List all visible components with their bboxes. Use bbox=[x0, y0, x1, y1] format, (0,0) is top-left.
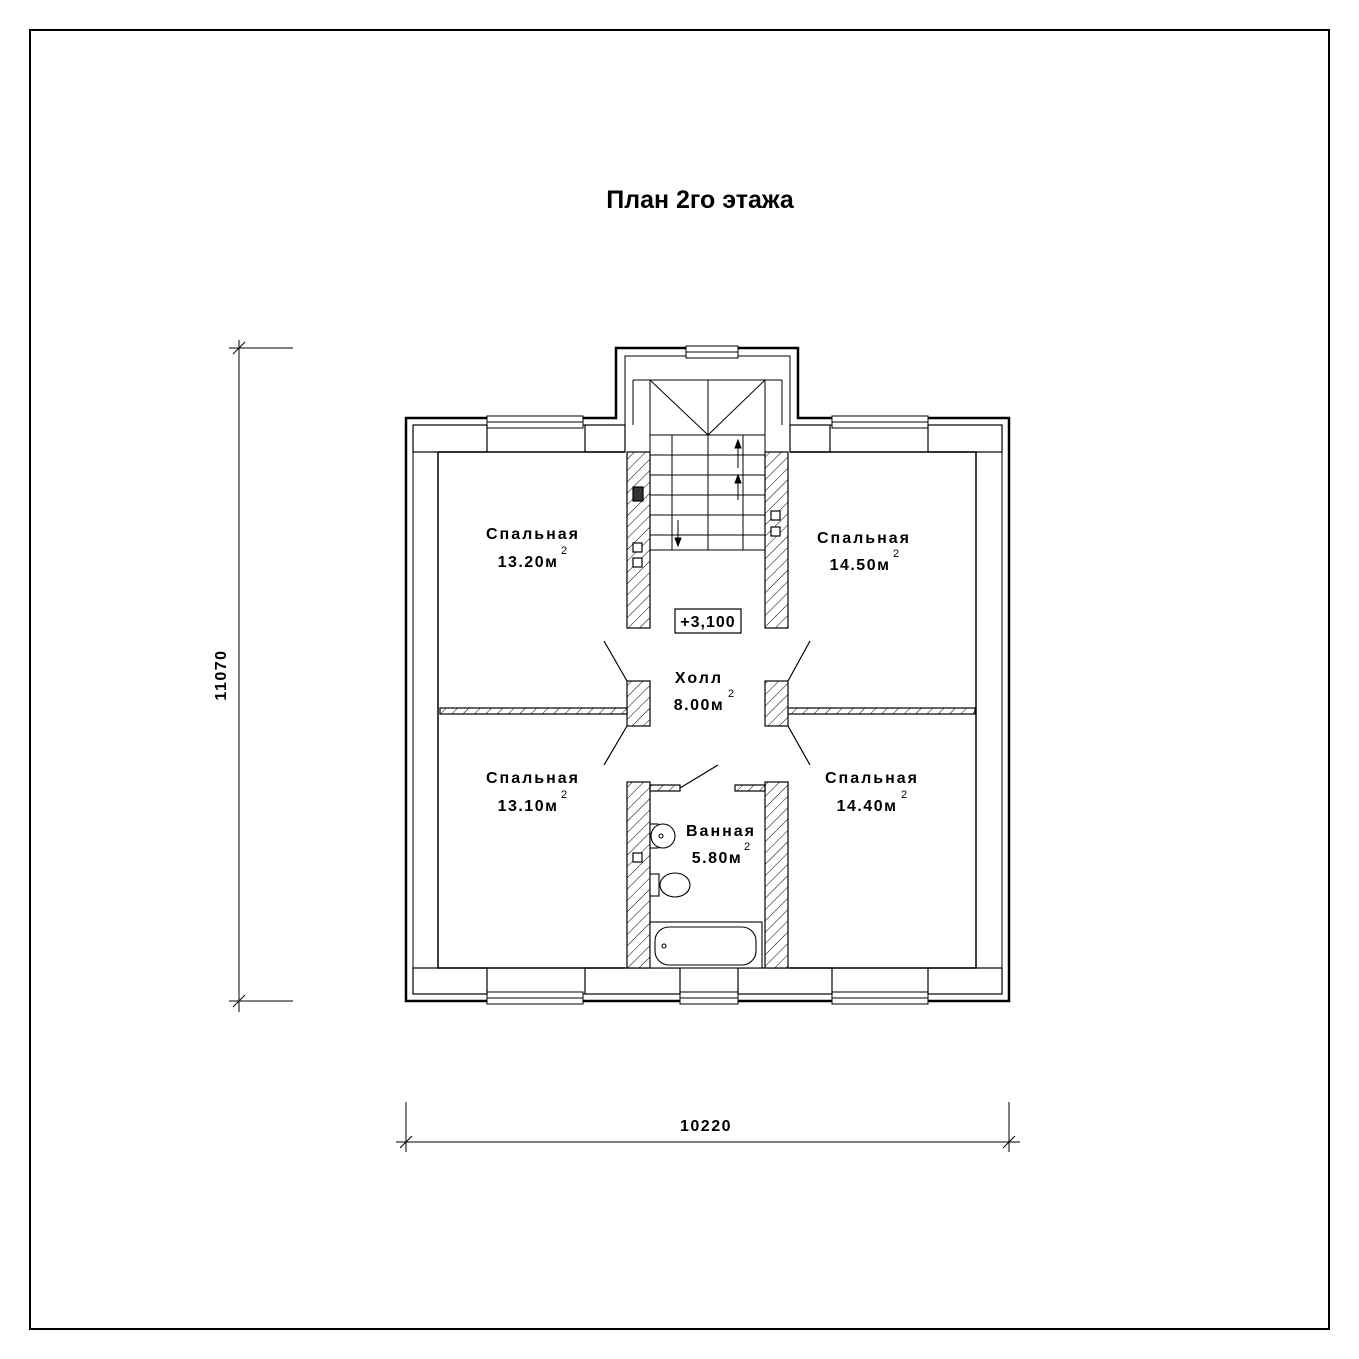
vent-ducts bbox=[632, 486, 781, 863]
level-mark-box bbox=[674, 608, 742, 634]
room-area-sup: 2 bbox=[901, 789, 907, 801]
room-labels: Спальная 13.20м 2 Спальная 14.50м 2 Холл… bbox=[486, 526, 919, 867]
toilet-icon bbox=[649, 872, 691, 898]
room-area-sup: 2 bbox=[744, 841, 750, 853]
room-name: Спальная bbox=[825, 770, 919, 787]
room-area: 13.10м bbox=[498, 798, 559, 815]
room-name: Спальная bbox=[486, 526, 580, 543]
room-name: Спальная bbox=[486, 770, 580, 787]
bathroom-fixtures bbox=[649, 823, 763, 969]
windows bbox=[486, 345, 929, 1005]
sheet-frame bbox=[29, 29, 1330, 1330]
room-name: Спальная bbox=[817, 530, 911, 547]
room-area: 13.20м bbox=[498, 554, 559, 571]
room-area-sup: 2 bbox=[893, 548, 899, 560]
room-name: Холл bbox=[675, 670, 723, 687]
bathtub-icon bbox=[649, 921, 763, 969]
room-area: 14.40м bbox=[837, 798, 898, 815]
room-area-sup: 2 bbox=[561, 545, 567, 557]
room-area: 14.50м bbox=[830, 557, 891, 574]
staircase bbox=[649, 379, 766, 551]
room-name: Ванная bbox=[686, 823, 756, 840]
dimension-width bbox=[396, 1102, 1020, 1152]
room-area-sup: 2 bbox=[561, 789, 567, 801]
level-mark: +3,100 bbox=[680, 614, 735, 631]
room-area: 8.00м bbox=[674, 697, 724, 714]
door-swings bbox=[603, 640, 811, 789]
sink-icon bbox=[649, 823, 676, 849]
dimension-height bbox=[229, 340, 293, 1012]
dimension-height-label: 11070 bbox=[213, 649, 230, 700]
dimension-width-label: 10220 bbox=[680, 1118, 732, 1135]
room-area: 5.80м bbox=[692, 850, 742, 867]
room-area-sup: 2 bbox=[728, 688, 734, 700]
plan-title: План 2го этажа bbox=[606, 186, 795, 214]
